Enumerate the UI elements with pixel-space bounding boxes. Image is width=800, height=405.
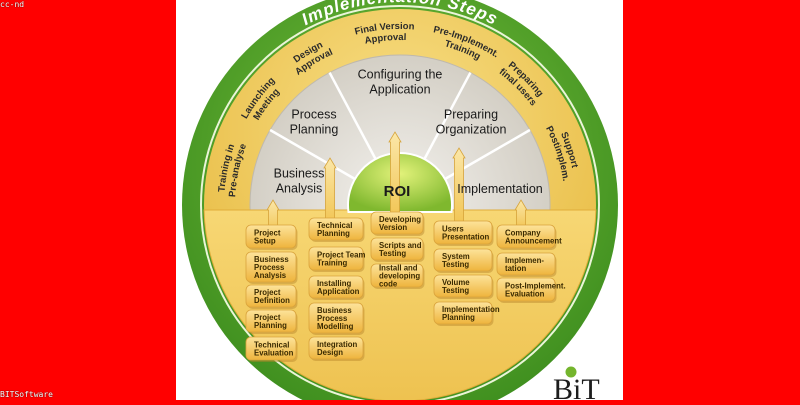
task-box: Post-Implement.Evaluation (496, 277, 566, 303)
task-label: Installing (317, 279, 351, 288)
task-label: Testing (379, 249, 406, 258)
task-label: Evaluation (254, 348, 294, 357)
task-label: Training (317, 258, 348, 267)
task-label: Business (317, 306, 352, 315)
task-label: Testing (442, 286, 469, 295)
center-label: ROI (384, 183, 411, 200)
task-label: Modelling (317, 322, 354, 331)
task-label: Testing (442, 260, 469, 269)
logo-dot (565, 366, 577, 378)
task-label: Developing (379, 215, 421, 224)
phase-label: Organization (436, 123, 507, 137)
task-label: Planning (254, 321, 287, 330)
task-label: Planning (317, 229, 350, 238)
up-arrow (452, 147, 466, 223)
milestone-label: Approval (364, 32, 407, 47)
task-label: Project (254, 288, 281, 297)
task-label: Technical (254, 340, 289, 349)
phase-label: Analysis (276, 182, 323, 196)
task-label: Users (442, 224, 464, 233)
task-label: Evaluation (505, 289, 545, 298)
segment-divider (328, 71, 379, 164)
task-label: Implemen- (505, 256, 544, 265)
phase-label: Business (274, 167, 325, 181)
task-label: Business (254, 255, 289, 264)
task-label: Design (317, 348, 343, 357)
task-label: Presentation (442, 232, 489, 241)
company-watermark: BITSoftware (0, 390, 53, 399)
task-label: Announcement (505, 236, 562, 245)
task-boxes: ProjectSetupBusinessProcessAnalysisProje… (245, 211, 566, 362)
phase-label: Planning (290, 123, 339, 137)
up-arrow (323, 157, 337, 223)
task-label: Scripts and (379, 241, 422, 250)
phase-label: Preparing (444, 108, 498, 122)
task-label: code (379, 279, 398, 288)
task-label: Application (317, 287, 360, 296)
segment-divider (269, 128, 360, 183)
task-label: Analysis (254, 271, 287, 280)
task-label: Project (254, 313, 281, 322)
phase-label: Process (291, 108, 336, 122)
task-label: developing (379, 271, 420, 280)
task-label: Company (505, 228, 541, 237)
task-label: Install and (379, 263, 418, 272)
task-label: Technical (317, 221, 352, 230)
task-label: tation (505, 264, 526, 273)
task-label: Project Team (317, 250, 365, 259)
task-label: Project (254, 228, 281, 237)
license-watermark: cc-nd (0, 0, 25, 9)
task-label: Integration (317, 340, 358, 349)
segment-divider (421, 71, 472, 164)
task-label: Definition (254, 296, 290, 305)
logo-text: BiT (553, 373, 600, 400)
task-label: Implementation (442, 305, 500, 314)
task-label: Post-Implement. (505, 281, 566, 290)
phase-arrows (266, 131, 528, 233)
task-label: Process (317, 314, 348, 323)
up-arrow (388, 131, 402, 217)
task-label: System (442, 252, 470, 261)
task-label: Process (254, 263, 285, 272)
task-label: Volume (442, 278, 470, 287)
roi-center (347, 152, 453, 213)
phase-label: Application (369, 83, 430, 97)
task-box: Implemen-tation (496, 252, 557, 277)
task-label: Setup (254, 236, 276, 245)
phase-label: Configuring the (358, 68, 443, 82)
task-label: Planning (442, 313, 475, 322)
task-label: Version (379, 223, 407, 232)
phase-label: Implementation (457, 182, 543, 196)
